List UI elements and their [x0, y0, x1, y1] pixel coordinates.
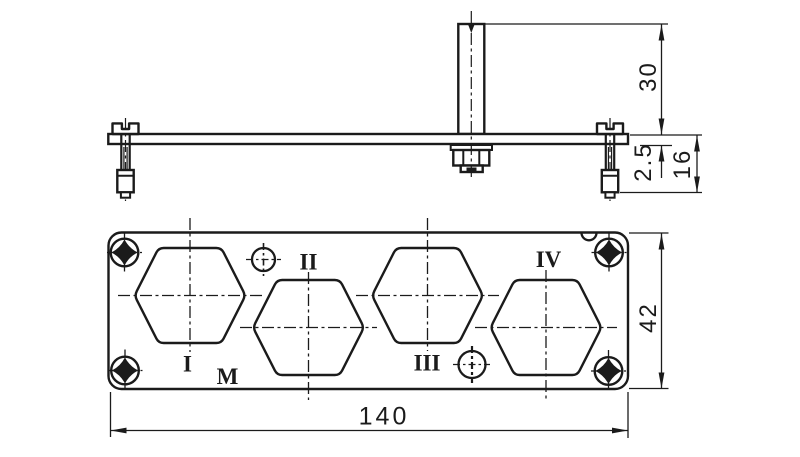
- guide-hole-lower: [453, 346, 490, 383]
- side-plate: [107, 132, 630, 146]
- dim-value-16: 16: [669, 149, 696, 180]
- dimension-plate-width: 42: [629, 232, 669, 390]
- dim-value-42: 42: [635, 302, 662, 333]
- front-view: I M II III IV 42 140: [105, 218, 669, 438]
- stud-top-arrow: [467, 23, 475, 33]
- dimension-stud-height: 30: [484, 23, 702, 136]
- cavity-centerlines: [118, 218, 617, 400]
- guide-hole-upper: [246, 243, 281, 276]
- dim-value-2-5: 2.5: [630, 142, 657, 181]
- dim-value-140: 140: [359, 403, 410, 431]
- cavity-label-3: III: [414, 351, 441, 376]
- edge-notch: [580, 232, 598, 242]
- right-captive-screw: [595, 116, 625, 203]
- dimension-plate-length: 140: [109, 392, 629, 438]
- left-captive-screw: [111, 116, 140, 203]
- side-view: 30 2.5 16: [107, 11, 702, 203]
- cavity-label-1: I: [183, 352, 192, 377]
- cavity-label-2: II: [300, 250, 318, 275]
- dimension-screw-protrusion: 16: [620, 135, 702, 194]
- cavity-label-4: IV: [536, 247, 562, 272]
- dimension-plate-thickness: 2.5: [630, 142, 672, 182]
- dim-value-30: 30: [635, 61, 662, 92]
- front-plate: [107, 231, 630, 391]
- marking-label: M: [217, 364, 239, 389]
